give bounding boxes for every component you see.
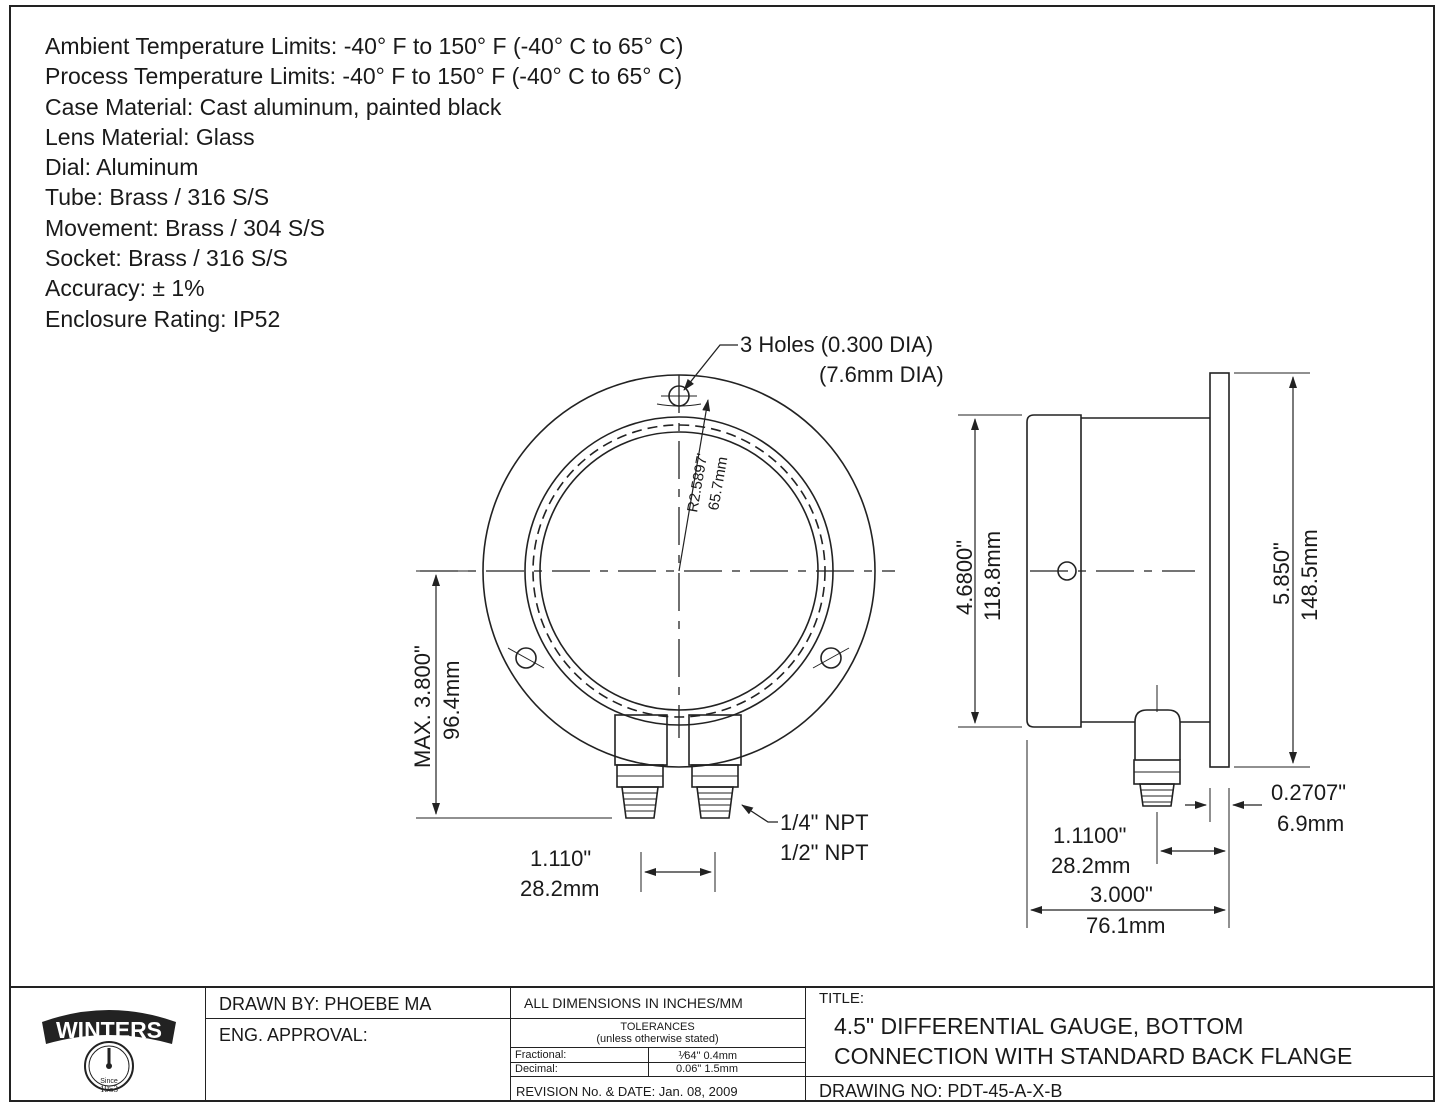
npt-label-1: 1/4" NPT [780,810,869,835]
spec-lens-material: Lens Material: Glass [45,123,255,150]
flange-thickness-mm-label: 6.9mm [1277,811,1344,836]
connection-offset-mm-label: 28.2mm [1051,853,1130,878]
spec-dial: Dial: Aluminum [45,154,199,181]
spec-tube: Tube: Brass / 316 S/S [45,184,270,211]
logo-since: Since [100,1078,118,1085]
flange-height-mm-label: 148.5mm [1297,529,1322,621]
case-front [1026,414,1082,728]
spec-movement: Movement: Brass / 304 S/S [45,214,325,241]
npt-leader [741,804,778,823]
logo-text: WINTERS [56,1017,162,1043]
side-view [958,372,1310,928]
side-connection [1133,685,1181,807]
case-height-mm-label: 118.8mm [980,531,1005,621]
max-height-in-label: MAX. 3.800" [410,645,435,768]
tolerances-heading: TOLERANCES [620,1021,695,1033]
drawing-frame [9,5,1435,1102]
title-line-1: 4.5" DIFFERENTIAL GAUGE, BOTTOM [834,1013,1244,1039]
drawing-number: DRAWING NO: PDT-45-A-X-B [819,1081,1063,1101]
spec-ambient-temp: Ambient Temperature Limits: -40° F to 15… [45,33,684,59]
eng-approval: ENG. APPROVAL: [219,1025,368,1045]
flange-height-in-label: 5.850" [1269,542,1294,605]
mounting-hole-left [515,647,537,669]
drawn-by: DRAWN BY: PHOEBE MA [219,994,432,1014]
spec-enclosure: Enclosure Rating: IP52 [45,305,281,332]
side-hole [1057,561,1077,581]
spec-case-material: Case Material: Cast aluminum, painted bl… [45,93,502,120]
flange-thickness-in-label: 0.2707" [1271,780,1346,805]
case-height-in-label: 4.6800" [952,540,977,615]
max-height-mm-label: 96.4mm [439,661,464,740]
decimal-value: 0.06" 1.5mm [676,1063,738,1075]
npt-label-2: 1/2" NPT [780,840,869,865]
connection-spacing-in-label: 1.110" [530,846,591,871]
connection-spacing-mm-label: 28.2mm [520,876,599,901]
connection-right [688,714,742,819]
back-flange [1209,372,1230,768]
gauge-icon [84,1041,134,1091]
spec-socket: Socket: Brass / 316 S/S [45,245,288,272]
overall-depth-mm-label: 76.1mm [1086,913,1165,938]
overall-depth-in-label: 3.000" [1090,882,1153,907]
logo-year: 1953 [100,1084,119,1094]
holes-label-1: 3 Holes (0.300 DIA) [740,332,933,357]
connection-left [614,714,668,819]
fractional-label: Fractional: [515,1049,567,1061]
spec-process-temp: Process Temperature Limits: -40° F to 15… [45,63,683,90]
winters-logo: WINTERS Since 1953 [42,1010,176,1094]
spec-list: Ambient Temperature Limits: -40° F to 15… [45,31,683,334]
holes-leader [683,344,738,391]
spec-accuracy: Accuracy: ± 1% [45,275,205,302]
holes-label-2: (7.6mm DIA) [819,362,944,387]
revision-date: REVISION No. & DATE: Jan. 08, 2009 [516,1084,738,1099]
fractional-value: ⅟64" 0.4mm [678,1050,738,1062]
radius-leader [678,399,711,572]
title-line-2: CONNECTION WITH STANDARD BACK FLANGE [834,1043,1353,1069]
title-label: TITLE: [819,990,865,1007]
mounting-hole-right [820,647,842,669]
connection-offset-in-label: 1.1100" [1053,823,1126,848]
tolerances-note: (unless otherwise stated) [596,1033,719,1045]
dimensions-note: ALL DIMENSIONS IN INCHES/MM [524,995,743,1011]
front-view [416,344,895,892]
decimal-label: Decimal: [515,1063,558,1075]
